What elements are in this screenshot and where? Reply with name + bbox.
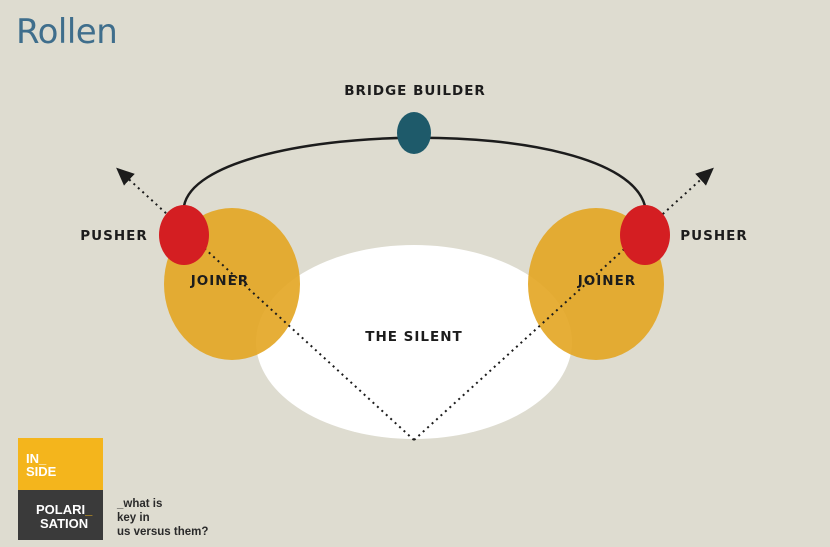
label-bridge-builder: BRIDGE BUILDER — [344, 83, 486, 99]
logo-bottom-line2: SATION — [40, 516, 89, 531]
slide-title: Rollen — [16, 12, 118, 52]
logo-top-block: IN_ SIDE — [18, 438, 103, 490]
pusher-left-circle — [159, 205, 209, 265]
tagline-line-3: us versus them? — [117, 526, 209, 538]
label-joiner-left: JOINER — [190, 273, 249, 289]
tagline-line-2: key in — [117, 512, 150, 524]
silent-ellipse — [256, 245, 572, 439]
bridge-builder-circle — [397, 112, 431, 154]
label-pusher-left: PUSHER — [80, 228, 148, 244]
logo-bottom-line1: POLARI_ — [36, 502, 93, 517]
tagline-line-1: _what is — [117, 498, 163, 510]
label-joiner-right: JOINER — [577, 273, 636, 289]
tagline: _what is key in us versus them? — [117, 497, 208, 539]
logo-top-line2: SIDE — [26, 464, 57, 479]
logo-bottom-block: POLARI_ SATION — [18, 490, 103, 540]
logo-top-line1: IN_ — [26, 451, 47, 466]
label-silent: THE SILENT — [365, 329, 463, 345]
label-pusher-right: PUSHER — [680, 228, 748, 244]
pusher-right-circle — [620, 205, 670, 265]
